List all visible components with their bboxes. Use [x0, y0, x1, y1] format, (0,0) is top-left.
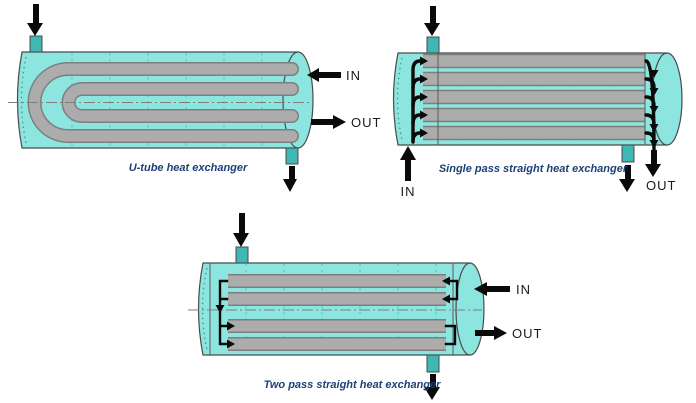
inlet-bracket-flow: [442, 276, 459, 304]
branch-curve: [411, 131, 422, 143]
branch-curve: [411, 95, 422, 108]
tube-in-label: IN: [346, 68, 361, 83]
branch-curve: [644, 113, 656, 126]
branch-curve: [644, 131, 656, 143]
branch-arrowhead-icon: [649, 106, 659, 114]
tube-out-arrow-icon: [475, 326, 507, 340]
tube-in-arrow-icon: [307, 68, 341, 82]
diagram-caption: Two pass straight heat exchanger: [264, 379, 442, 391]
branch-arrowhead-icon: [227, 321, 235, 331]
single-pass-exchanger: IN OUT Single pass straight heat exchang…: [392, 6, 683, 199]
tube-out-arrow-icon: [645, 150, 661, 177]
shell-outlet-nozzle: [285, 147, 299, 165]
down-arrowhead-icon: [215, 305, 225, 313]
shell-inlet-arrow-icon: [27, 4, 43, 36]
tube-in-label: IN: [401, 184, 416, 199]
shell-outline: [392, 52, 667, 146]
branch-curve: [644, 95, 656, 108]
tube-out-label: OUT: [646, 178, 676, 193]
inlet-header-flow: [411, 56, 428, 144]
two-pass-exchanger: IN OUT Two pass straight heat exchanger: [188, 213, 542, 400]
shell-inlet-arrow-icon: [424, 6, 440, 36]
shell-right-end-cap: [651, 52, 683, 146]
shell-inlet-arrow-icon: [233, 213, 249, 247]
outlet-bracket: [444, 324, 457, 346]
tube-in-label: IN: [516, 282, 531, 297]
outlet-header-flow: [644, 59, 659, 154]
return-header-flow: [215, 279, 235, 349]
branch-arrowhead-icon: [442, 294, 450, 304]
branch-arrowhead-icon: [649, 124, 659, 132]
u-tube-exchanger: IN OUT U-tube heat exchanger: [8, 4, 381, 192]
branch-curve: [411, 77, 422, 90]
shell-outlet-nozzle: [426, 354, 440, 373]
left-head-dotted-arc: [201, 267, 208, 351]
shell-outline: [197, 262, 470, 356]
branch-arrowhead-icon: [420, 110, 428, 120]
left-head-dotted-arc: [396, 57, 403, 141]
header-riser-line: [411, 59, 422, 144]
shell-outlet-arrow-icon: [424, 374, 440, 400]
branch-curve: [411, 113, 422, 126]
shell-outline: [16, 51, 298, 149]
tube-out-label: OUT: [512, 326, 542, 341]
branch-arrowhead-icon: [649, 88, 659, 96]
shell-outlet-arrow-icon: [619, 165, 635, 192]
diagram-caption: U-tube heat exchanger: [129, 162, 248, 174]
branch-arrowhead-icon: [420, 74, 428, 84]
shell-right-end-cap: [455, 262, 485, 356]
straight-tubes: [423, 53, 645, 141]
shell-inlet-nozzle: [235, 246, 249, 264]
branch-arrowhead-icon: [420, 128, 428, 138]
shell-inlet-nozzle: [426, 36, 440, 54]
tube-out-arrow-icon: [311, 115, 346, 129]
branch-arrowhead-icon: [442, 276, 450, 286]
shell-inlet-nozzle: [29, 35, 43, 53]
tube-in-arrow-icon: [400, 146, 416, 181]
branch-arrowhead-icon: [227, 339, 235, 349]
branch-arrowhead-icon: [649, 70, 659, 78]
diagram-caption: Single pass straight heat exchanger: [439, 163, 628, 175]
branch-arrowhead-icon: [420, 92, 428, 102]
tube-out-label: OUT: [351, 115, 381, 130]
inlet-bracket: [448, 279, 459, 301]
branch-curve: [644, 77, 656, 90]
shell-outlet-nozzle: [621, 144, 635, 163]
tube-in-arrow-icon: [474, 282, 510, 296]
branch-arrowhead-icon: [420, 56, 428, 66]
branch-arrowhead-icon: [649, 140, 659, 148]
shell-outlet-arrow-icon: [283, 166, 297, 192]
straight-tubes: [228, 274, 446, 351]
